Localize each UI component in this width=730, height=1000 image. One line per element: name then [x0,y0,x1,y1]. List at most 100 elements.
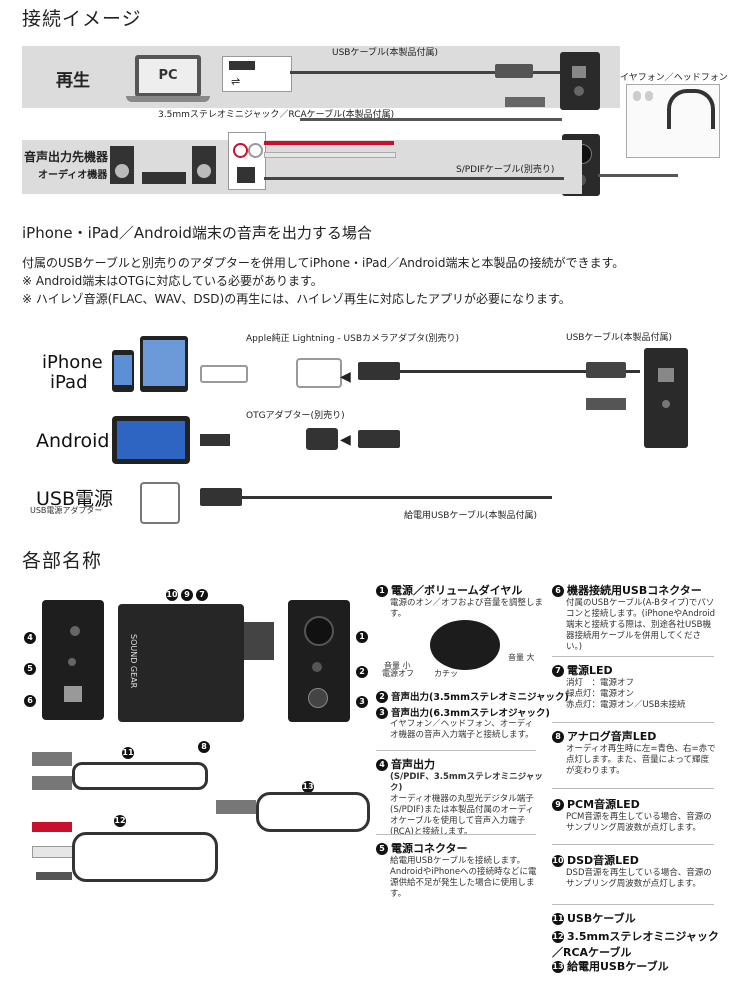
marker-9: 9 [181,588,193,601]
ipad-screen [143,340,185,386]
divider [552,722,714,723]
headphone-icon [667,89,715,129]
earphone-icon [645,91,653,101]
headphone-cable [598,174,678,177]
caption-rca-cable: 3.5mmステレオミニジャック／RCAケーブル(本製品付属) [158,110,395,120]
power-usb-plug [216,800,256,814]
usb-symbol-icon: ⇌ [231,75,241,88]
section-title-connection: 接続イメージ [22,8,142,30]
mobile-note-hires: ※ ハイレゾ音源(FLAC、WAV、DSD)の再生には、ハイレゾ再生に対応したア… [22,292,571,306]
part-13-title: 給電用USBケーブル [567,960,669,973]
marker-7: 7 [196,588,208,601]
micro-usb-plug [200,434,230,446]
rca-white-plug [32,846,74,858]
label-audio-device: オーディオ機器 [38,170,108,181]
power-cable-line [242,496,552,499]
part-10-desc: DSD音源を再生している場合、音源のサンプリング周波数が点灯します。 [566,868,712,889]
part-7-line-1: 消灯 ：電源オフ [566,678,635,688]
usb-power-adapter-icon [140,482,180,524]
spdif-port [70,626,80,636]
otg-adapter [306,428,338,450]
divider [552,904,714,905]
android-screen [117,421,185,459]
part-4-title: 音声出力 [391,758,435,771]
part-7-line-3: 赤点灯：電源オン／USB未接続 [566,700,686,710]
power-connector-port [68,658,76,666]
divider [552,788,714,789]
usb-b-port [658,368,674,382]
audio-input-terminal [228,132,266,190]
marker-4: 4 [24,631,36,644]
iphone-screen [114,355,132,385]
caption-otg-adapter: OTGアダプター(別売り) [246,411,345,421]
label-usb-power-adapter: USB電源アダプター [30,506,103,515]
label-ipad: iPad [50,372,88,393]
marker-2: 2 [356,665,368,678]
part-5-desc: 給電用USBケーブルを接続します。AndroidやiPhoneへの接続時などに電… [390,856,537,899]
large-jack-port [308,688,328,708]
part-1-desc: 電源のオン／オフおよび音量を調整します。 [390,598,544,619]
rca-cable-coil [72,832,218,882]
label-playback: 再生 [56,71,90,91]
amplifier-icon [142,172,186,184]
usb-b-plug [495,64,533,78]
arrow-left-icon: ◀ [340,369,351,385]
marker-3: 3 [356,695,368,708]
earphone-icon [633,91,641,101]
dial-label-click: カチッ [434,669,458,678]
usb-b-port [572,66,586,78]
mobile-paragraph: 付属のUSBケーブルと別売りのアダプターを併用してiPhone・iPad／And… [22,256,625,270]
divider [552,844,714,845]
mini-jack-port [312,662,322,672]
divider [552,656,714,657]
caption-power-usb-cable: 給電用USBケーブル(本製品付属) [404,511,537,521]
dac-device-side [644,348,688,448]
optical-jack [237,167,255,183]
part-8-title: アナログ音声LED [567,730,657,743]
power-port [662,400,670,408]
rca-red-jack [233,143,248,158]
arrow-left-icon: ◀ [340,432,351,448]
marker-1: 1 [356,630,368,643]
usb-slot [229,61,255,70]
divider [376,834,536,835]
dial-diagram [430,620,500,670]
part-8-desc: オーディオ再生時に左=青色、右=赤で点灯します。また、音量によって輝度が変わりま… [566,744,716,776]
part-9-title: PCM音源LED [567,798,640,811]
marker-8: 8 [198,740,210,753]
speaker-cone [115,164,129,178]
section-title-mobile: iPhone・iPad／Android端末の音声を出力する場合 [22,224,372,242]
device-back-panel [42,600,104,720]
caption-spdif-cable: S/PDIFケーブル(別売り) [456,165,555,175]
device-knob-side [244,622,274,660]
usb-cable-line [290,71,560,74]
rca-white-jack [248,143,263,158]
ipad-icon [140,336,188,392]
device-top-panel: SOUND GEAR [118,604,244,722]
part-10-title: DSD音源LED [567,854,639,867]
mobile-note-otg: ※ Android端末はOTGに対応している必要があります。 [22,274,323,288]
speaker-right-icon [192,146,216,184]
usb-a-plug [358,362,400,380]
usb-cable-line-mobile [400,370,640,373]
part-1-title: 電源／ボリュームダイヤル [391,584,523,597]
part-11-title: USBケーブル [567,912,636,925]
section-title-parts: 各部名称 [22,550,103,572]
marker-5: 5 [24,662,36,675]
power-plug [586,398,626,410]
marker-10: 10 [166,588,178,601]
divider [376,750,536,751]
dial-label-large: 音量 大 [508,653,535,662]
part-4-subtitle: (S/PDIF、3.5mmステレオミニジャック) [390,772,543,793]
part-7-line-2: 緑点灯：電源オン [566,689,635,699]
part-3-desc: イヤフォン／ヘッドフォン、オーディオ機器の音声入力端子と接続します。 [390,719,534,740]
caption-usb-cable: USBケーブル(本製品付属) [332,48,438,58]
